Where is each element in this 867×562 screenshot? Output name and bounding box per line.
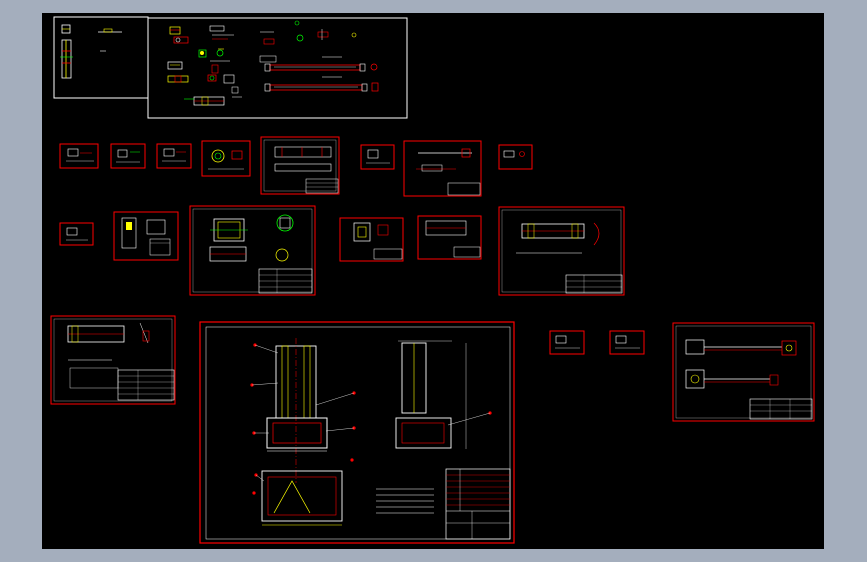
part-sheet-r1-4[interactable] [201, 140, 251, 177]
part-sheet-r2-1[interactable] [59, 222, 94, 246]
part-sheet-r2-3[interactable] [189, 205, 316, 296]
part-sheet-r1-3[interactable] [156, 143, 192, 169]
main-assembly-sheet[interactable] [199, 321, 515, 544]
part-sheet-r3-4[interactable] [672, 322, 815, 422]
part-sheet-r1-7[interactable] [403, 140, 482, 197]
part-sheet-r3-2[interactable] [549, 330, 585, 355]
part-sheet-r1-2[interactable] [110, 143, 146, 169]
assembly-overview-sheet-b[interactable] [147, 17, 408, 119]
part-sheet-r2-5[interactable] [417, 215, 482, 260]
part-sheet-r2-2[interactable] [113, 211, 179, 261]
part-sheet-r1-6[interactable] [360, 144, 395, 170]
part-sheet-r1-5[interactable] [260, 136, 340, 195]
part-sheet-r1-1[interactable] [59, 143, 99, 169]
cad-model-space[interactable] [42, 13, 824, 549]
part-sheet-r1-8[interactable] [498, 144, 533, 170]
part-sheet-r3-3[interactable] [609, 330, 645, 355]
part-sheet-r3-1[interactable] [50, 315, 176, 405]
part-sheet-r2-4[interactable] [339, 217, 404, 262]
cad-drawing-canvas[interactable] [42, 13, 824, 549]
assembly-overview-sheet-a[interactable] [53, 16, 149, 99]
part-sheet-r2-6[interactable] [498, 206, 625, 296]
